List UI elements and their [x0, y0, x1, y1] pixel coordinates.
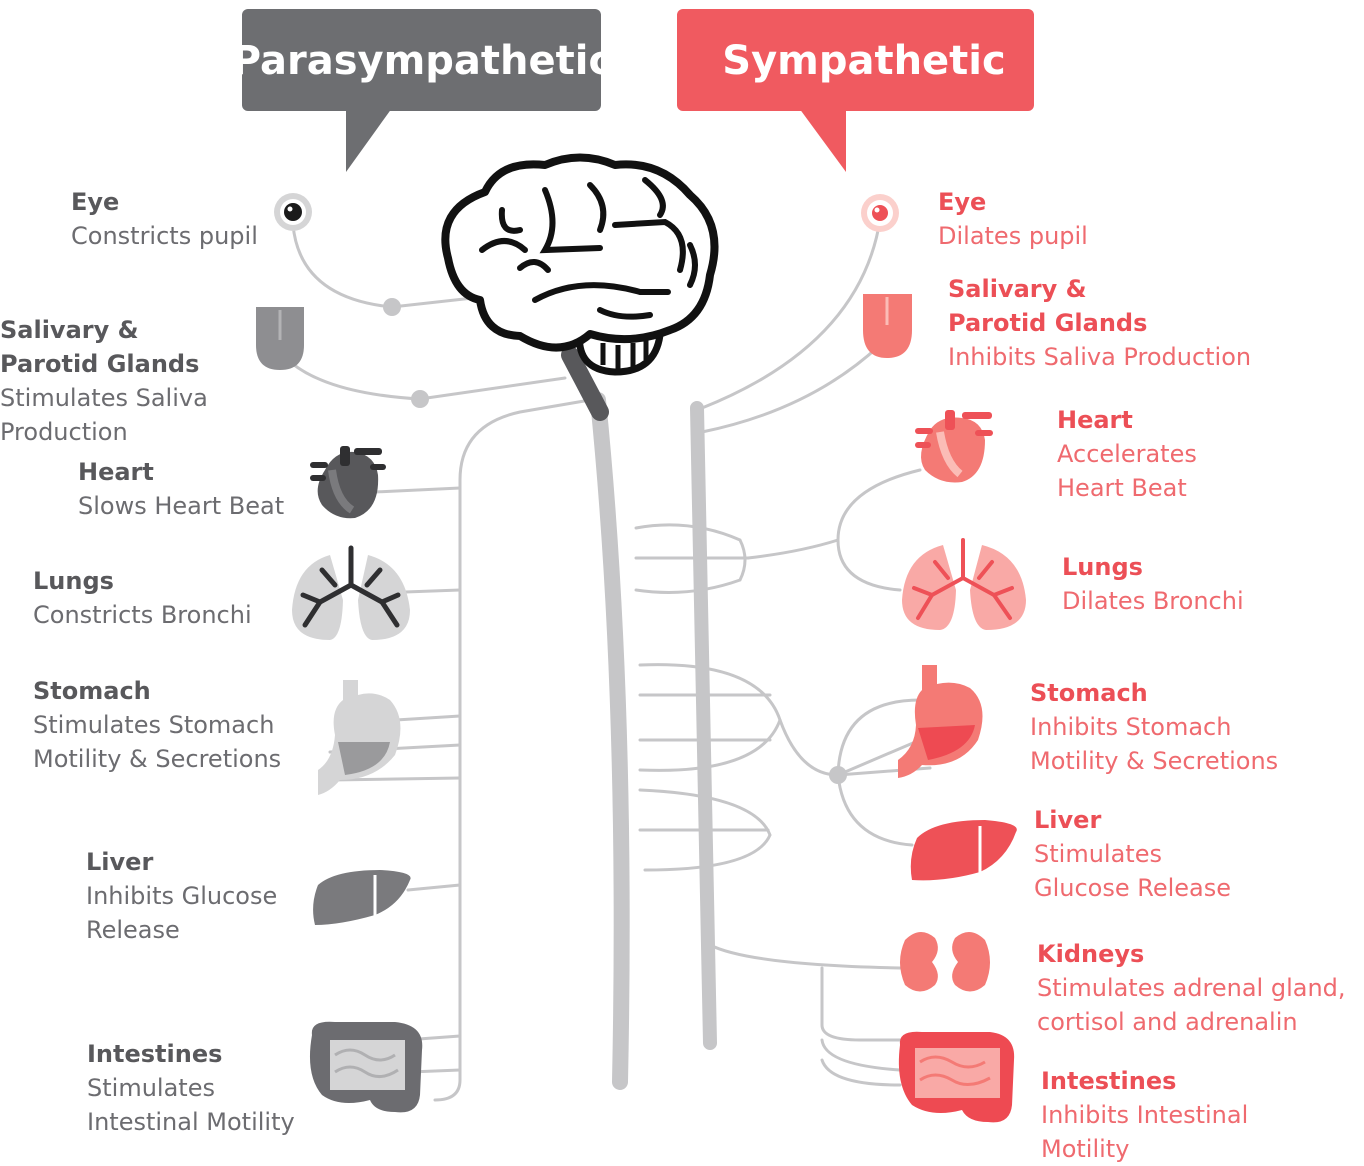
symp-stomach-icon: [898, 665, 983, 778]
para-salivary-label: Salivary & Parotid Glands Stimulates Sal…: [0, 313, 339, 449]
para-lungs-branch: [405, 590, 460, 592]
para-stomach-desc: Stimulates Stomach Motility & Secretions: [33, 708, 281, 776]
para-liver-branch: [408, 885, 460, 890]
ganglion-dot: [411, 390, 429, 408]
symp-kidneys-label: Kidneys Stimulates adrenal gland, cortis…: [1037, 937, 1346, 1039]
symp-salivary-desc: Inhibits Saliva Production: [948, 340, 1251, 374]
para-heart-icon: [310, 446, 386, 518]
symp-kidneys-title: Kidneys: [1037, 937, 1346, 971]
para-heart-label: Heart Slows Heart Beat: [78, 455, 284, 523]
parasympathetic-title: Parasympathetic: [232, 38, 612, 84]
ganglion-dot: [383, 298, 401, 316]
brain-icon: [445, 158, 714, 413]
para-salivary-title: Salivary & Parotid Glands: [0, 313, 339, 381]
para-salivary-desc: Stimulates Saliva Production: [0, 381, 339, 449]
symp-heart-label: Heart Accelerates Heart Beat: [1057, 403, 1197, 505]
symp-stomach-desc: Inhibits Stomach Motility & Secretions: [1030, 710, 1278, 778]
para-intestines-title: Intestines: [87, 1037, 295, 1071]
symp-eye-icon: [861, 194, 899, 232]
para-intestines-icon: [310, 1022, 422, 1113]
parasympathetic-header: Parasympathetic: [232, 9, 612, 172]
symp-tongue-icon: [863, 294, 912, 358]
vagus-trunk: [435, 400, 590, 1100]
symp-intestines-icon: [899, 1032, 1014, 1123]
symp-ganglion-link: [780, 720, 838, 775]
symp-liver-label: Liver Stimulates Glucose Release: [1034, 803, 1231, 905]
para-heart-branch: [375, 488, 460, 492]
symp-intestines-label: Intestines Inhibits Intestinal Motility: [1041, 1064, 1248, 1166]
symp-lungs-label: Lungs Dilates Bronchi: [1062, 550, 1244, 618]
symp-liver-icon: [911, 820, 1017, 880]
para-stomach-label: Stomach Stimulates Stomach Motility & Se…: [33, 674, 281, 776]
symp-stomach-label: Stomach Inhibits Stomach Motility & Secr…: [1030, 676, 1278, 778]
symp-lungs-desc: Dilates Bronchi: [1062, 584, 1244, 618]
symp-kidneys-desc: Stimulates adrenal gland, cortisol and a…: [1037, 971, 1346, 1039]
para-lungs-title: Lungs: [33, 564, 252, 598]
symp-salivary-title: Salivary & Parotid Glands: [948, 272, 1251, 340]
symp-lungs-icon: [902, 540, 1026, 630]
para-intestines-label: Intestines Stimulates Intestinal Motilit…: [87, 1037, 295, 1139]
para-liver-desc: Inhibits Glucose Release: [86, 879, 277, 947]
symp-eye-desc: Dilates pupil: [938, 219, 1088, 253]
ganglion-dot: [829, 766, 847, 784]
para-liver-icon: [313, 870, 411, 925]
symp-kidneys-icon: [900, 932, 990, 992]
symp-lungs-title: Lungs: [1062, 550, 1244, 584]
para-lungs-desc: Constricts Bronchi: [33, 598, 252, 632]
symp-liver-title: Liver: [1034, 803, 1231, 837]
para-liver-title: Liver: [86, 845, 277, 879]
para-lungs-icon: [292, 548, 410, 640]
para-intestines-desc: Stimulates Intestinal Motility: [87, 1071, 295, 1139]
para-eye-label: Eye Constricts pupil: [71, 185, 258, 253]
symp-heart-icon: [915, 410, 993, 483]
symp-eye-label: Eye Dilates pupil: [938, 185, 1088, 253]
symp-kidney-branch: [710, 945, 900, 968]
symp-intestines-desc: Inhibits Intestinal Motility: [1041, 1098, 1248, 1166]
para-lungs-label: Lungs Constricts Bronchi: [33, 564, 252, 632]
symp-liver-branch: [838, 775, 912, 845]
para-liver-label: Liver Inhibits Glucose Release: [86, 845, 277, 947]
sympathetic-title: Sympathetic: [722, 38, 1005, 84]
symp-stomach-title: Stomach: [1030, 676, 1278, 710]
symp-liver-desc: Stimulates Glucose Release: [1034, 837, 1231, 905]
spinal-cord: [598, 400, 622, 1082]
para-eye-desc: Constricts pupil: [71, 219, 258, 253]
para-heart-title: Heart: [78, 455, 284, 489]
sympathetic-header: Sympathetic: [677, 9, 1034, 172]
symp-heart-desc: Accelerates Heart Beat: [1057, 437, 1197, 505]
symp-eye-title: Eye: [938, 185, 1088, 219]
symp-intestines-title: Intestines: [1041, 1064, 1248, 1098]
symp-lungs-branch: [838, 540, 900, 590]
sympathetic-trunk: [697, 408, 710, 1043]
symp-salivary-label: Salivary & Parotid Glands Inhibits Saliv…: [948, 272, 1251, 374]
para-heart-desc: Slows Heart Beat: [78, 489, 284, 523]
symp-eye-nerve: [702, 220, 880, 408]
para-eye-title: Eye: [71, 185, 258, 219]
symp-heart-title: Heart: [1057, 403, 1197, 437]
symp-heart-branch: [838, 470, 920, 540]
para-eye-icon: [274, 193, 312, 231]
para-stomach-title: Stomach: [33, 674, 281, 708]
